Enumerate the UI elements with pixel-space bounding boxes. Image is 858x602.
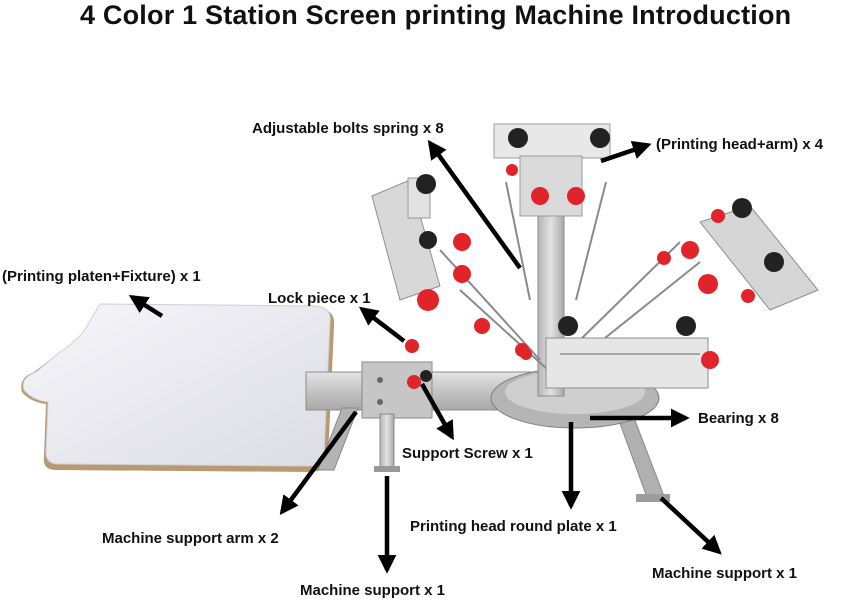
label-printing-head-arm: (Printing head+arm) x 4: [656, 136, 824, 153]
label-printing-platen-fixture: (Printing platen+Fixture) x 1: [2, 268, 201, 285]
machine-support-right: [617, 417, 670, 502]
page-title: 4 Color 1 Station Screen printing Machin…: [80, 0, 792, 30]
label-bearing: Bearing x 8: [698, 410, 779, 427]
callout-arrows: [128, 139, 722, 574]
label-adjustable-bolts-spring: Adjustable bolts spring x 8: [252, 120, 444, 137]
label-machine-support-right: Machine support x 1: [652, 565, 798, 582]
label-machine-support-arm: Machine support arm x 2: [102, 530, 279, 547]
printing-platen: [21, 303, 335, 472]
top-print-head: [493, 123, 611, 217]
front-print-head: [520, 316, 719, 389]
machine-support-center: [374, 413, 400, 472]
left-print-head: [371, 174, 529, 357]
label-printing-head-round-plate: Printing head round plate x 1: [410, 518, 617, 535]
label-support-screw: Support Screw x 1: [402, 445, 533, 462]
lock-piece-hardware: [405, 339, 432, 389]
label-lock-piece: Lock piece x 1: [268, 290, 371, 307]
right-print-head: [657, 198, 819, 311]
label-machine-support-center: Machine support x 1: [300, 582, 446, 599]
